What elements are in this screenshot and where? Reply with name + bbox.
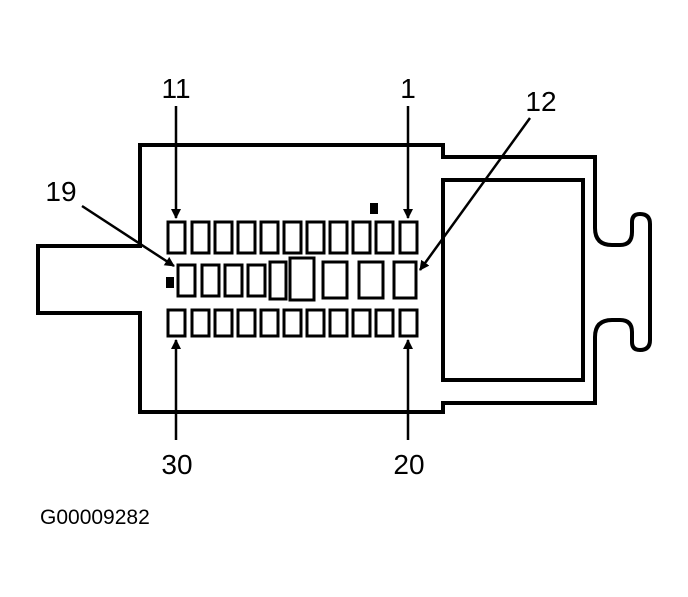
cavity bbox=[321, 260, 349, 300]
pin-label-1: 1 bbox=[400, 73, 416, 104]
cavity-row-top bbox=[166, 220, 419, 255]
cavity bbox=[328, 220, 349, 255]
cavity bbox=[282, 220, 303, 255]
arrow-pin-12 bbox=[418, 117, 532, 271]
cavity-row-middle bbox=[176, 256, 418, 302]
cavity bbox=[351, 308, 372, 338]
arrow-pin-19 bbox=[81, 204, 175, 268]
cavity bbox=[398, 308, 419, 338]
cavity bbox=[166, 220, 187, 255]
cavity bbox=[268, 260, 288, 301]
cavity bbox=[176, 263, 197, 298]
cavity bbox=[223, 263, 244, 298]
cavity bbox=[282, 308, 303, 338]
cavity bbox=[236, 308, 257, 338]
pin-label-20: 20 bbox=[393, 449, 424, 480]
cavity bbox=[351, 220, 372, 255]
cavity bbox=[200, 263, 221, 298]
pin-label-11: 11 bbox=[161, 73, 190, 104]
cavity bbox=[305, 308, 326, 338]
cavity bbox=[374, 220, 395, 255]
cavity bbox=[259, 308, 280, 338]
cavity bbox=[213, 308, 234, 338]
connector-housing bbox=[36, 143, 652, 414]
cavity bbox=[166, 308, 187, 338]
pin-label-12: 12 bbox=[525, 86, 556, 117]
cavity bbox=[288, 256, 316, 302]
cavity bbox=[392, 260, 418, 300]
cavity bbox=[246, 263, 267, 298]
cavity bbox=[236, 220, 257, 255]
polarity-mark bbox=[370, 203, 378, 214]
pin-label-19: 19 bbox=[45, 176, 76, 207]
cavity bbox=[374, 308, 395, 338]
cavity bbox=[259, 220, 280, 255]
cavity-row-bottom bbox=[166, 308, 419, 338]
cavity bbox=[357, 260, 385, 300]
cavity bbox=[190, 308, 211, 338]
figure-id: G00009282 bbox=[40, 506, 150, 529]
cavity bbox=[398, 220, 419, 255]
cavity bbox=[305, 220, 326, 255]
pin-label-30: 30 bbox=[161, 449, 192, 480]
cavity bbox=[328, 308, 349, 338]
latch-frame bbox=[441, 178, 585, 382]
polarity-mark bbox=[166, 277, 174, 288]
cavity bbox=[213, 220, 234, 255]
cavity bbox=[190, 220, 211, 255]
